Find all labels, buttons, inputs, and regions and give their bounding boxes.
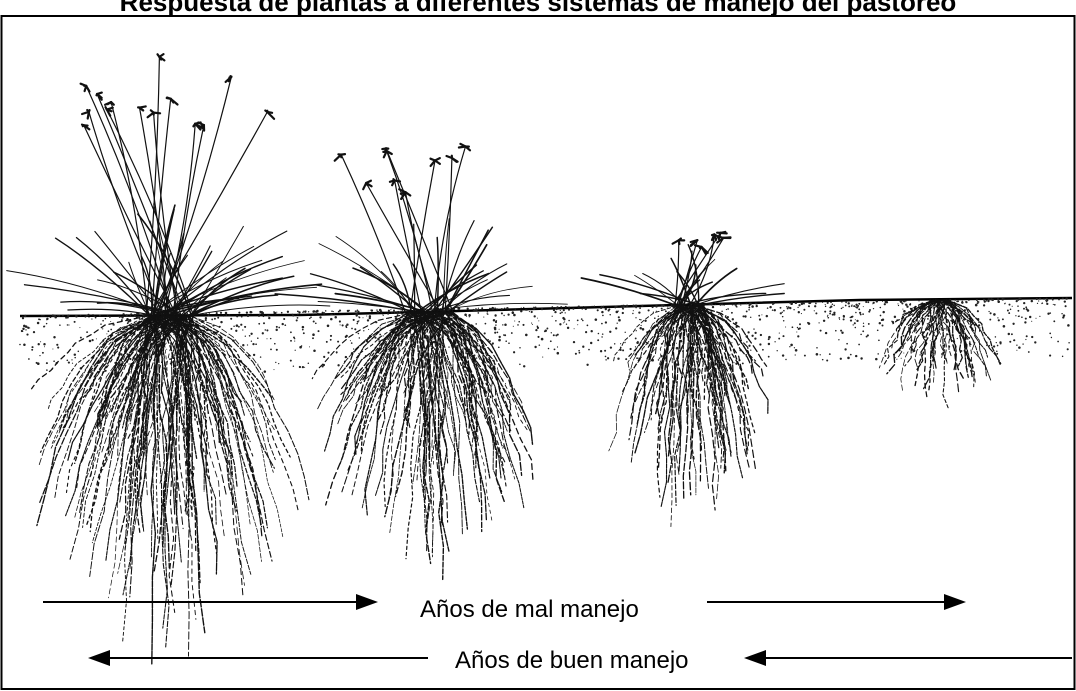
plant-large	[7, 54, 330, 664]
figure-border	[2, 16, 1075, 689]
plant-medium	[275, 144, 567, 580]
plant-small	[581, 232, 784, 527]
good-management-label: Años de buen manejo	[455, 647, 689, 675]
figure-title: Respuesta de plantas a diferentes sistem…	[0, 0, 1076, 16]
bad-management-label: Años de mal manejo	[420, 596, 639, 624]
plant-smallest	[879, 300, 1000, 408]
